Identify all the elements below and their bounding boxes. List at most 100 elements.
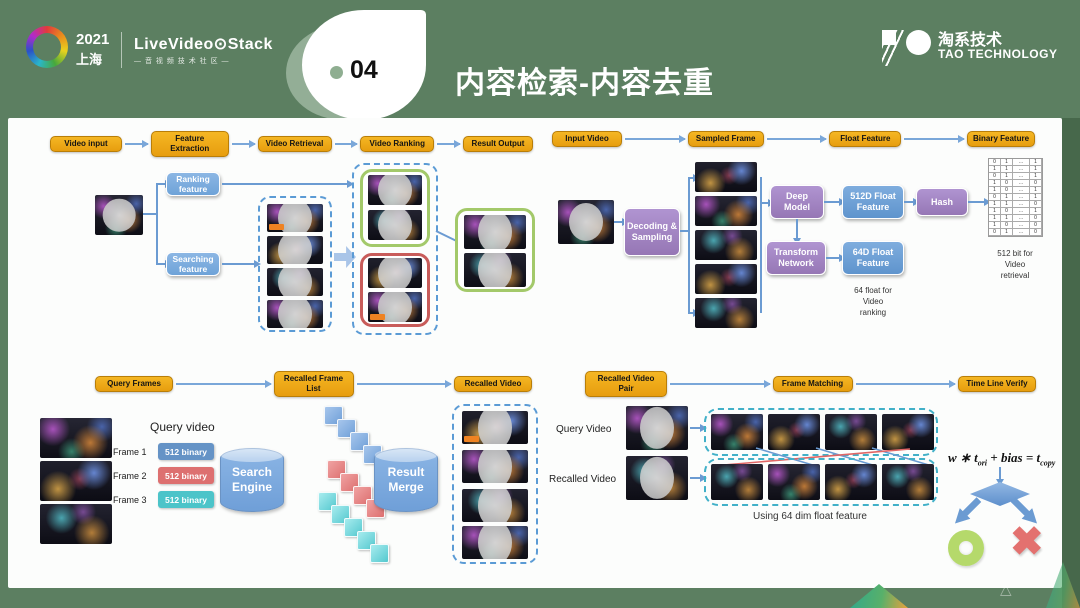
flow-step: Feature Extraction bbox=[150, 131, 229, 157]
video-thumbnail bbox=[267, 236, 323, 264]
flow-arrow-icon bbox=[334, 140, 358, 148]
query-video-label: Query Video bbox=[556, 424, 612, 435]
flow-step: Video Retrieval bbox=[257, 136, 332, 152]
flow-arrow-icon bbox=[670, 380, 770, 388]
deep-model-node: Deep Model bbox=[770, 185, 824, 219]
searching-feature-node: Searching feature bbox=[166, 252, 220, 276]
matched-frame bbox=[825, 414, 877, 450]
flow-step: Result Output bbox=[463, 136, 533, 152]
flow-arrow-icon bbox=[904, 135, 965, 143]
matched-frame bbox=[882, 464, 934, 500]
lvs-tagline: — 音 视 频 技 术 社 区 — bbox=[134, 58, 230, 65]
connector bbox=[143, 213, 157, 215]
connector-arrow-icon bbox=[157, 180, 172, 188]
video-thumbnail bbox=[464, 253, 526, 287]
flow-step: Query Frames bbox=[95, 376, 173, 392]
connector-arrow-icon bbox=[760, 199, 775, 207]
lvs-conference-logo-icon bbox=[26, 26, 68, 68]
footer-decoration: △ bbox=[1000, 581, 1012, 598]
candidate-frames-group bbox=[258, 196, 332, 332]
connector bbox=[156, 183, 158, 265]
frame-label: Frame 2 bbox=[113, 471, 147, 481]
video-thumbnail bbox=[462, 489, 528, 522]
matched-frame bbox=[882, 414, 934, 450]
flow-arrow-icon bbox=[437, 140, 461, 148]
brand-name-cn: 淘系技术 bbox=[938, 32, 1003, 49]
binary-chip: 512 binary bbox=[158, 467, 214, 484]
verify-flow-row: Recalled Video Pair Frame Matching Time … bbox=[585, 371, 1036, 397]
connector-arrow-icon bbox=[904, 198, 920, 206]
retrieval-flow-row: Video input Feature Extraction Video Ret… bbox=[50, 131, 533, 157]
flow-step: Video Ranking bbox=[360, 136, 435, 152]
flow-arrow-icon bbox=[766, 135, 828, 143]
slide-number: 04 bbox=[350, 56, 378, 84]
float64-node: 64D Float Feature bbox=[842, 241, 904, 275]
query-video-label: Query video bbox=[150, 420, 215, 434]
recalled-video-group bbox=[452, 404, 538, 564]
video-thumbnail bbox=[462, 526, 528, 559]
matched-frame bbox=[825, 464, 877, 500]
flow-step: Video input bbox=[50, 136, 122, 152]
flow-arrow-icon bbox=[125, 140, 149, 148]
lvs-logo-text: LiveVideo⊙Stack bbox=[134, 36, 273, 53]
decoding-sampling-node: Decoding & Sampling bbox=[624, 208, 680, 256]
video-thumbnail bbox=[368, 258, 422, 288]
sampled-frame bbox=[695, 162, 757, 192]
query-frame-thumbnail bbox=[40, 461, 112, 501]
pass-circle-icon bbox=[948, 530, 984, 566]
flow-arrow-icon bbox=[231, 140, 256, 148]
video-thumbnail bbox=[464, 215, 526, 249]
flow-arrow-icon bbox=[176, 380, 271, 388]
hash-node: Hash bbox=[916, 188, 968, 216]
flow-step: Sampled Frame bbox=[687, 131, 764, 147]
fail-x-icon: ✖ bbox=[1010, 520, 1044, 564]
caption-512bit: 512 bit for Video retrieval bbox=[997, 249, 1033, 281]
tao-logo-icon bbox=[882, 30, 896, 45]
duration-tag bbox=[269, 224, 284, 230]
connector bbox=[760, 177, 762, 313]
brand-name-en: TAO TECHNOLOGY bbox=[938, 47, 1058, 61]
flow-step: Float Feature bbox=[829, 131, 902, 147]
sampled-frame bbox=[695, 230, 757, 260]
video-thumbnail bbox=[267, 300, 323, 328]
binary-chip: 512 binary bbox=[158, 491, 214, 508]
connector-arrow-icon bbox=[688, 174, 700, 182]
video-thumbnail bbox=[368, 175, 422, 205]
duration-tag bbox=[370, 314, 385, 320]
connector-arrow-icon bbox=[614, 218, 629, 226]
video-thumbnail bbox=[558, 200, 614, 244]
slide-number-shape bbox=[302, 10, 426, 120]
ranked-groups-container bbox=[352, 163, 438, 335]
flow-step: Time Line Verify bbox=[958, 376, 1036, 392]
duration-tag bbox=[464, 436, 479, 442]
video-thumbnail bbox=[462, 411, 528, 444]
connector-arrow-icon bbox=[222, 180, 354, 188]
video-thumbnail bbox=[626, 406, 688, 450]
search-engine-node: Search Engine bbox=[220, 448, 284, 512]
matched-frame bbox=[711, 414, 763, 450]
matched-frame bbox=[768, 414, 820, 450]
video-thumbnail bbox=[368, 292, 422, 322]
connector-arrow-icon bbox=[690, 474, 707, 482]
feature-flow-row: Input Video Sampled Frame Float Feature … bbox=[552, 131, 1036, 147]
video-thumbnail bbox=[626, 456, 688, 500]
connector bbox=[688, 177, 690, 313]
header-divider bbox=[121, 32, 122, 68]
recalled-frames-strip bbox=[704, 458, 938, 506]
query-frame-thumbnail bbox=[40, 504, 112, 544]
connector-arrow-icon bbox=[690, 424, 707, 432]
event-city: 上海 bbox=[76, 52, 103, 67]
binary-chip: 512 binary bbox=[158, 443, 214, 460]
flow-step: Frame Matching bbox=[772, 376, 853, 392]
query-frames-strip bbox=[704, 408, 938, 456]
video-thumbnail bbox=[267, 268, 323, 296]
frame-matching-lines bbox=[711, 447, 933, 467]
caption-64float: 64 float for Video ranking bbox=[854, 286, 892, 318]
flow-arrow-icon bbox=[356, 380, 452, 388]
frame-label: Frame 1 bbox=[113, 447, 147, 457]
connector-arrow-icon bbox=[824, 198, 846, 206]
matched-frame bbox=[768, 464, 820, 500]
flow-step: Recalled Video Pair bbox=[585, 371, 667, 397]
video-thumbnail bbox=[267, 204, 323, 232]
